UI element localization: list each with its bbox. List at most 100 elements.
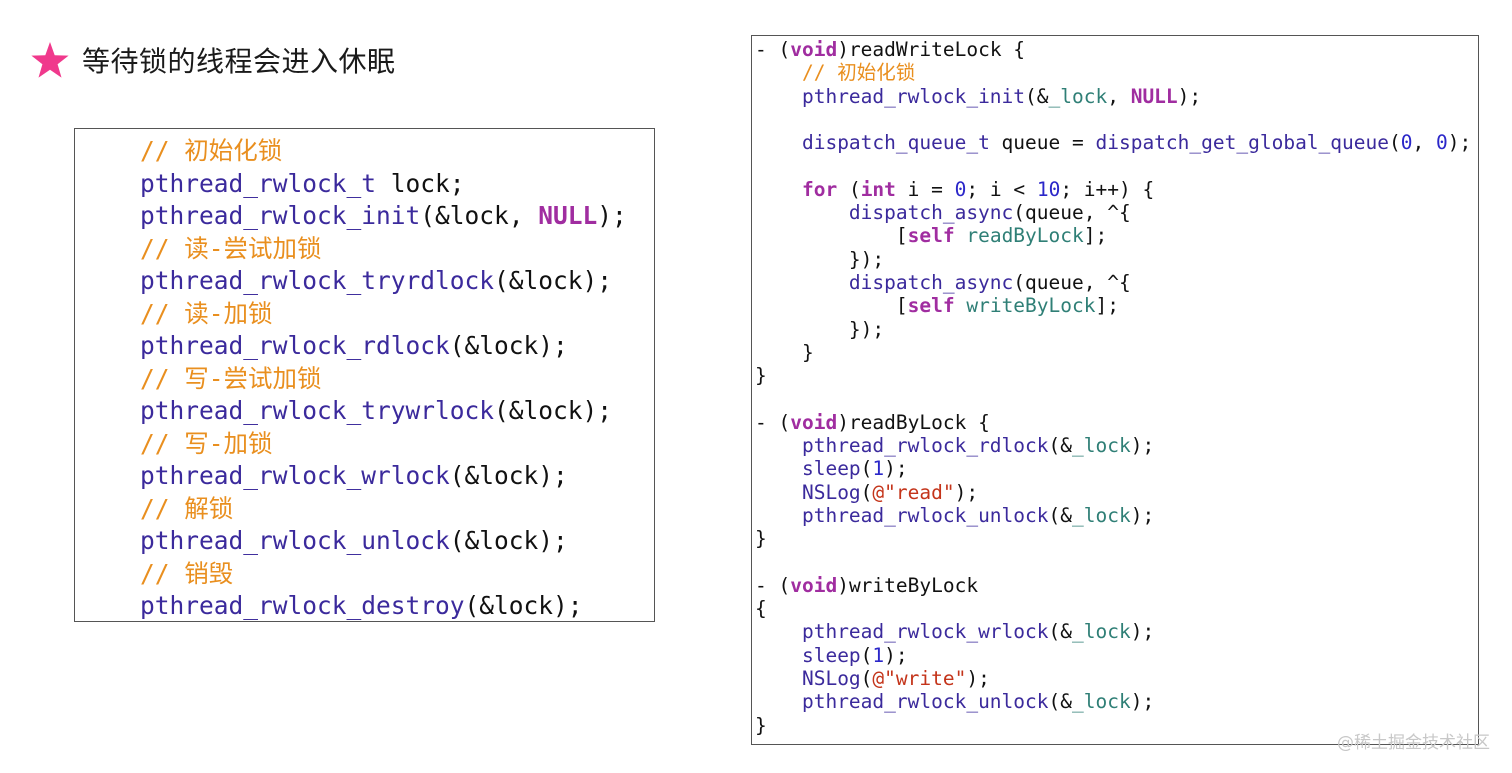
code-token: { xyxy=(755,597,767,621)
code-token: ( xyxy=(860,457,873,481)
code-token xyxy=(755,201,849,224)
code-line: sleep(1); xyxy=(755,644,1471,667)
code-token: ); xyxy=(884,643,908,667)
code-token: } xyxy=(755,713,767,737)
code-token: ; i++) { xyxy=(1060,177,1155,201)
code-line: [self writeByLock]; xyxy=(755,294,1471,317)
code-token: _lock xyxy=(1072,434,1131,458)
code-token: (queue, ^{ xyxy=(1013,201,1131,225)
code-token: _lock xyxy=(1048,84,1108,108)
code-token xyxy=(755,131,802,154)
code-token: [ xyxy=(755,224,908,248)
code-token: 1 xyxy=(872,457,885,481)
code-token: ); xyxy=(597,201,627,230)
code-token: dispatch_queue_t xyxy=(801,131,990,155)
code-line: dispatch_queue_t queue = dispatch_get_gl… xyxy=(755,131,1471,154)
code-line: // 写-加锁 xyxy=(140,428,627,461)
code-token xyxy=(955,294,967,317)
code-token: ]; xyxy=(1083,224,1108,248)
code-token: ( xyxy=(1388,131,1401,155)
code-token xyxy=(755,667,802,690)
code-token: sleep xyxy=(801,457,861,481)
code-token: _lock xyxy=(1072,620,1131,644)
code-token: ); xyxy=(954,480,979,504)
code-token: pthread_rwlock_wrlock xyxy=(801,620,1049,644)
headline: 等待锁的线程会进入休眠 xyxy=(30,38,396,82)
code-token: [ xyxy=(755,294,908,318)
code-token: // 写-尝试加锁 xyxy=(140,363,322,393)
code-token: for xyxy=(801,177,838,201)
code-token: // 初始化锁 xyxy=(801,61,916,85)
code-token: 1 xyxy=(872,643,885,667)
code-line: } xyxy=(755,714,1471,737)
code-token: ; i < xyxy=(966,177,1037,201)
code-line: // 初始化锁 xyxy=(755,61,1471,84)
code-token: NULL xyxy=(538,201,598,230)
code-token: ); xyxy=(1177,84,1202,108)
right-code-panel: - (void)readWriteLock { // 初始化锁 pthread_… xyxy=(751,35,1479,745)
code-line: sleep(1); xyxy=(755,457,1471,480)
code-token: @"write" xyxy=(872,667,967,691)
code-token: dispatch_async xyxy=(848,201,1014,225)
code-line: - (void)readByLock { xyxy=(755,411,1471,434)
code-token: self xyxy=(907,294,955,318)
code-token: NSLog xyxy=(801,480,861,504)
code-token: (& xyxy=(1048,690,1072,714)
code-token: ); xyxy=(966,667,990,691)
code-token xyxy=(755,61,802,84)
code-token: ( xyxy=(860,643,873,667)
code-line: pthread_rwlock_t lock; xyxy=(140,168,627,201)
code-line xyxy=(755,387,1471,410)
code-token: int xyxy=(860,177,896,201)
code-token: (& xyxy=(1048,434,1072,458)
code-token: (& xyxy=(1025,84,1049,108)
code-token xyxy=(755,271,849,294)
code-token: } xyxy=(755,340,814,364)
code-token: , xyxy=(1412,131,1436,155)
watermark: @稀土掘金技术社区 xyxy=(1337,733,1490,753)
code-token: ); xyxy=(884,457,908,481)
code-token xyxy=(755,434,802,457)
code-token: queue = xyxy=(989,131,1096,155)
code-token: (&lock); xyxy=(494,266,613,295)
code-line: }); xyxy=(755,318,1471,341)
right-code-block: - (void)readWriteLock { // 初始化锁 pthread_… xyxy=(755,38,1471,737)
code-token: // 读-尝试加锁 xyxy=(140,233,322,263)
code-token: ( xyxy=(860,667,873,691)
code-line: } xyxy=(755,341,1471,364)
code-token: writeByLock xyxy=(966,294,1096,318)
code-token: void xyxy=(790,38,838,61)
code-token: )readWriteLock { xyxy=(837,38,1026,61)
code-token: readByLock xyxy=(966,224,1084,248)
code-token: } xyxy=(755,364,767,388)
code-token: self xyxy=(907,224,955,248)
code-token: (&lock); xyxy=(449,526,568,555)
code-line: { xyxy=(755,597,1471,620)
code-token xyxy=(755,620,802,643)
code-token xyxy=(955,224,967,247)
code-token: // 解锁 xyxy=(140,493,234,523)
code-token: ]; xyxy=(1095,294,1119,318)
code-token xyxy=(755,504,802,527)
code-token: ); xyxy=(1130,503,1155,527)
code-token: (& xyxy=(1048,503,1072,527)
code-line: for (int i = 0; i < 10; i++) { xyxy=(755,178,1471,201)
star-icon xyxy=(31,42,69,78)
code-token: void xyxy=(790,573,838,597)
code-token: - ( xyxy=(755,573,791,597)
code-line: pthread_rwlock_wrlock(&lock); xyxy=(140,460,627,493)
code-line: }); xyxy=(755,248,1471,271)
code-line: NSLog(@"read"); xyxy=(755,481,1471,504)
code-token: }); xyxy=(755,247,885,271)
code-token xyxy=(755,178,802,201)
code-token: (&lock); xyxy=(449,331,568,360)
code-token: pthread_rwlock_rdlock xyxy=(140,331,450,360)
code-token: ); xyxy=(1130,620,1155,644)
code-token xyxy=(755,457,802,480)
code-token: // 销毁 xyxy=(140,558,234,588)
code-token: 0 xyxy=(954,177,967,201)
code-line: pthread_rwlock_init(&_lock, NULL); xyxy=(755,85,1471,108)
code-token: ( xyxy=(837,177,861,201)
code-line: pthread_rwlock_rdlock(&lock); xyxy=(140,330,627,363)
code-line: pthread_rwlock_rdlock(&_lock); xyxy=(755,434,1471,457)
